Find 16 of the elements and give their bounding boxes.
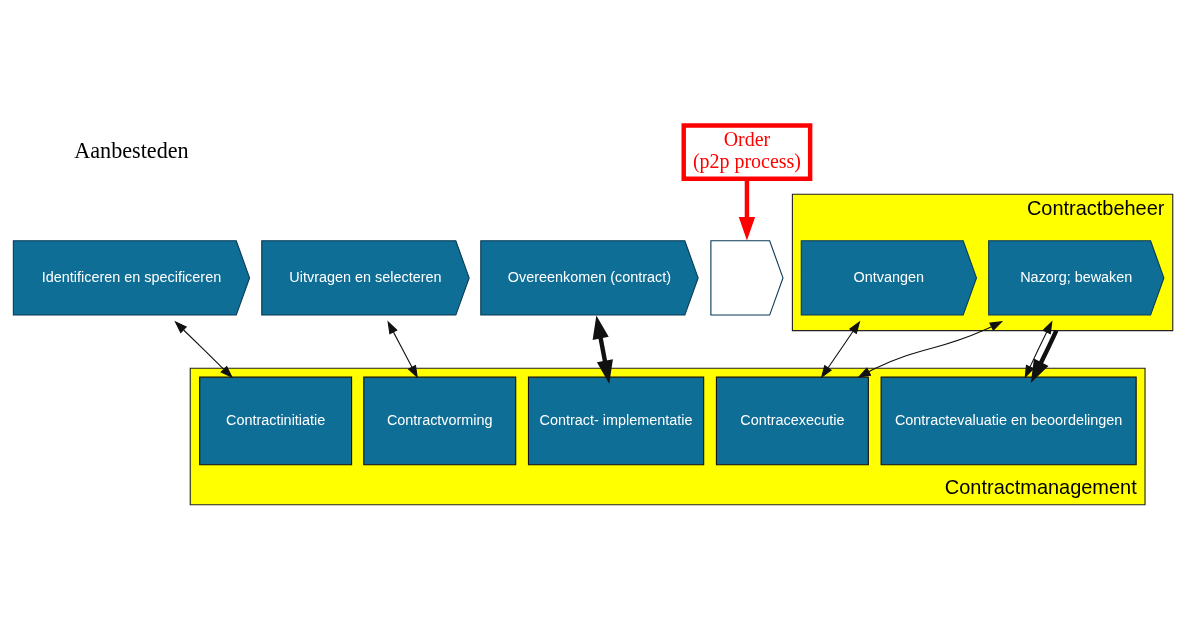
arrow	[820, 320, 861, 378]
node-box: Contractinitiatie	[199, 376, 353, 465]
label: Aanbesteden	[74, 137, 189, 163]
arrow	[174, 320, 234, 378]
arrow	[738, 178, 756, 240]
node-box: Contracexecutie	[715, 376, 869, 465]
node-box: Contractvorming	[363, 376, 517, 465]
node-box: Contract- implementatie	[527, 376, 705, 465]
arrow	[1024, 320, 1053, 379]
arrow	[387, 320, 418, 379]
node-chevron	[710, 239, 784, 316]
node-box: Order (p2p process)	[681, 122, 813, 181]
arrow	[1030, 329, 1059, 383]
arrow	[592, 314, 613, 384]
node-box: Contractevaluatie en beoordelingen	[880, 376, 1137, 465]
arrow	[857, 320, 1004, 378]
